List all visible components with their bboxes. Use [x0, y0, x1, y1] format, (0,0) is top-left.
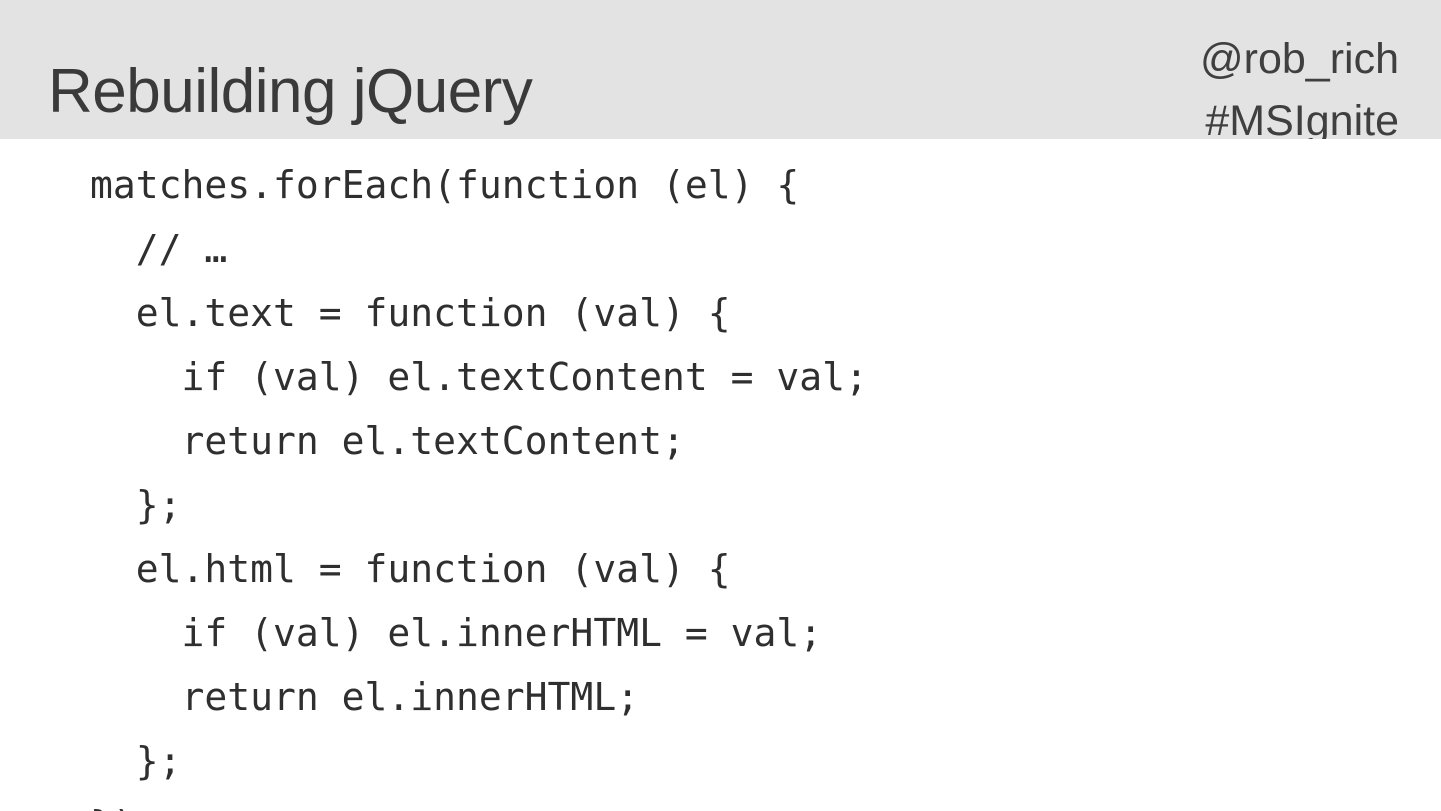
code-line: matches.forEach(function (el) {	[90, 163, 800, 207]
code-line: return el.innerHTML;	[90, 675, 640, 719]
code-block: matches.forEach(function (el) { // … el.…	[0, 139, 1441, 811]
event-hashtag: #MSIgnite	[1205, 97, 1399, 139]
code-listing: matches.forEach(function (el) { // … el.…	[90, 153, 868, 811]
twitter-handle: @rob_rich	[1199, 35, 1399, 83]
code-line: el.text = function (val) {	[90, 291, 731, 335]
speaker-social-info: @rob_rich #MSIgnite	[979, 28, 1399, 139]
code-line: if (val) el.innerHTML = val;	[90, 611, 823, 655]
code-line: el.html = function (val) {	[90, 547, 731, 591]
code-line: // …	[90, 227, 228, 271]
code-line: });	[90, 793, 868, 811]
page-title: Rebuilding jQuery	[48, 57, 533, 126]
slide-header: Rebuilding jQuery @rob_rich #MSIgnite	[0, 0, 1441, 139]
code-line: if (val) el.textContent = val;	[90, 355, 868, 399]
code-line: };	[90, 739, 182, 783]
code-line: };	[90, 483, 182, 527]
code-line: return el.textContent;	[90, 419, 685, 463]
